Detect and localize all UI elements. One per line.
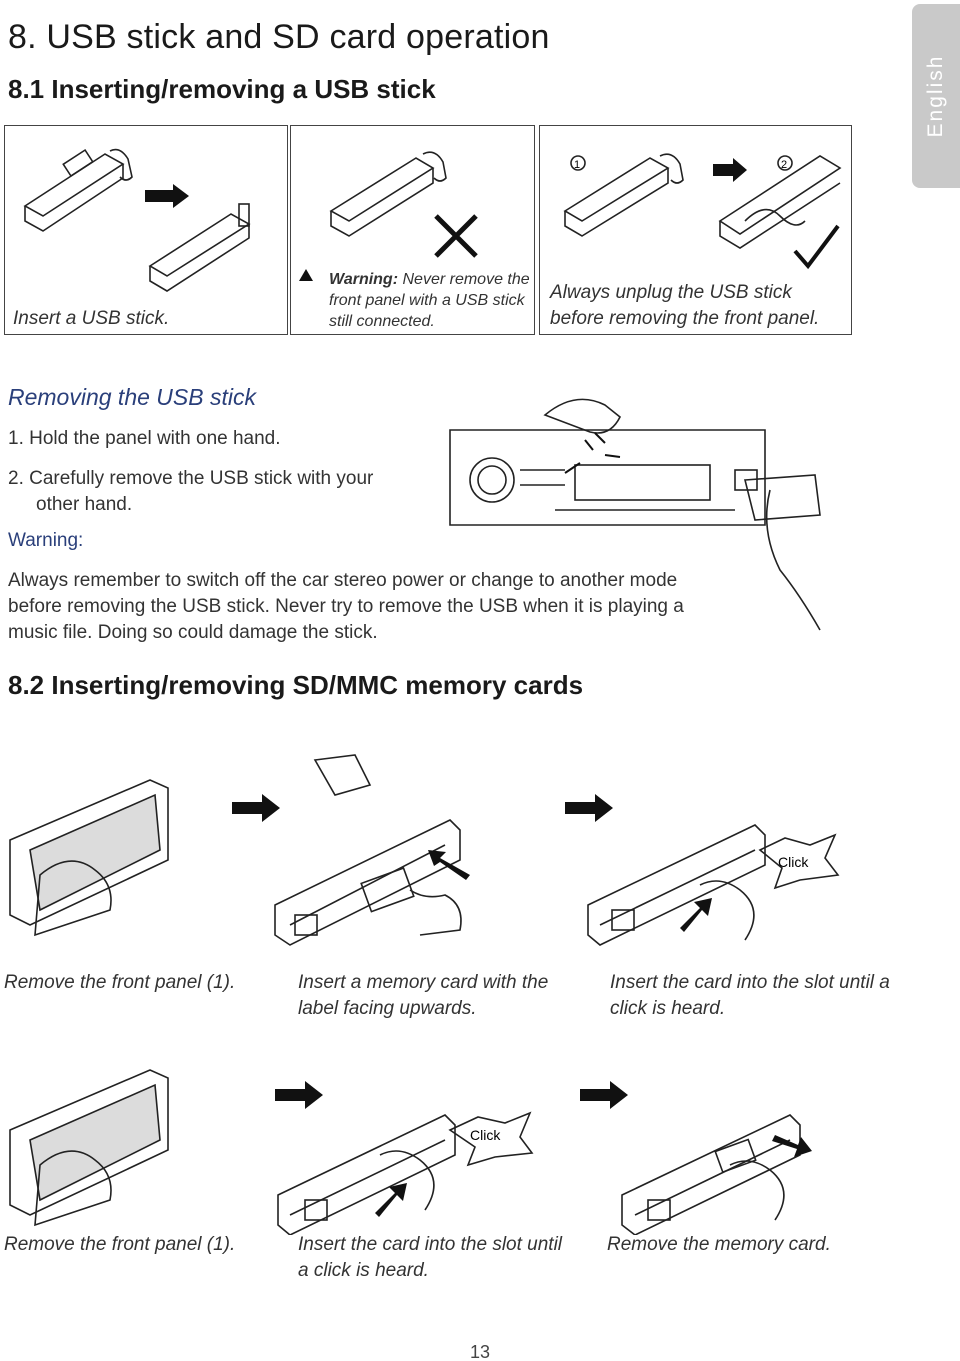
usb-warning-illustration [329,151,478,258]
language-tab: English [912,4,960,188]
arrow-right-icon [580,1081,628,1109]
section-8-1-title: 8.1 Inserting/removing a USB stick [8,74,436,104]
removing-step-1: 1. Hold the panel with one hand. [8,428,281,449]
arrow-out-icon [772,1135,812,1157]
caption-row2-1: Remove the front panel (1). [4,1234,236,1255]
click-label: Click [778,854,809,870]
click-label-2: Click [470,1127,501,1143]
arrow-up-icon [375,1183,407,1217]
usb-panel-warning: Warning: Never remove the front panel wi… [290,125,535,335]
arrow-left-icon [428,850,470,880]
caption-row1-1: Remove the front panel (1). [4,972,236,993]
caption-unplug-usb: Always unplug the USB stick before remov… [550,282,820,329]
usb-panel-unplug: 1 2 Always unplug the USB stick before r… [539,125,852,335]
page-number: 13 [469,1342,491,1361]
language-tab-label: English [924,54,947,138]
usb-unplug-illustration: 1 2 [563,153,842,270]
step-2-marker: 2 [781,159,787,171]
caption-row1-2: Insert a memory card with the label faci… [298,972,549,1019]
caption-row1-3: Insert the card into the slot until a cl… [610,972,890,1019]
usb-insert-illustration [23,148,251,292]
caption-insert-usb: Insert a USB stick. [13,308,170,329]
warning-label: Warning: [8,530,84,551]
arrow-right-icon [565,794,613,822]
caption-row2-2: Insert the card into the slot until a cl… [298,1234,563,1281]
usb-panel-insert: Insert a USB stick. [4,125,288,335]
section-8-2-title: 8.2 Inserting/removing SD/MMC memory car… [8,670,584,700]
removing-step-2: 2. Carefully remove the USB stick with y… [8,468,374,515]
car-stereo-illustration [449,398,821,631]
removing-usb-title: Removing the USB stick [8,384,256,410]
cross-icon [434,214,478,258]
sd-row2-illustrations: Click [9,1069,812,1235]
arrow-right-icon [275,1081,323,1109]
step-1-marker: 1 [574,159,580,171]
warning-triangle-icon [299,269,313,281]
caption-row2-3: Remove the memory card. [607,1234,831,1255]
warning-text: Always remember to switch off the car st… [8,570,684,643]
arrow-right-icon [232,794,280,822]
page-title: 8. USB stick and SD card operation [8,18,550,56]
sd-row1-illustrations: Click [9,754,840,946]
arrow-up-icon [680,898,712,932]
checkmark-icon [793,224,840,270]
usb-warning-text: Warning: Never remove the front panel wi… [329,271,530,330]
